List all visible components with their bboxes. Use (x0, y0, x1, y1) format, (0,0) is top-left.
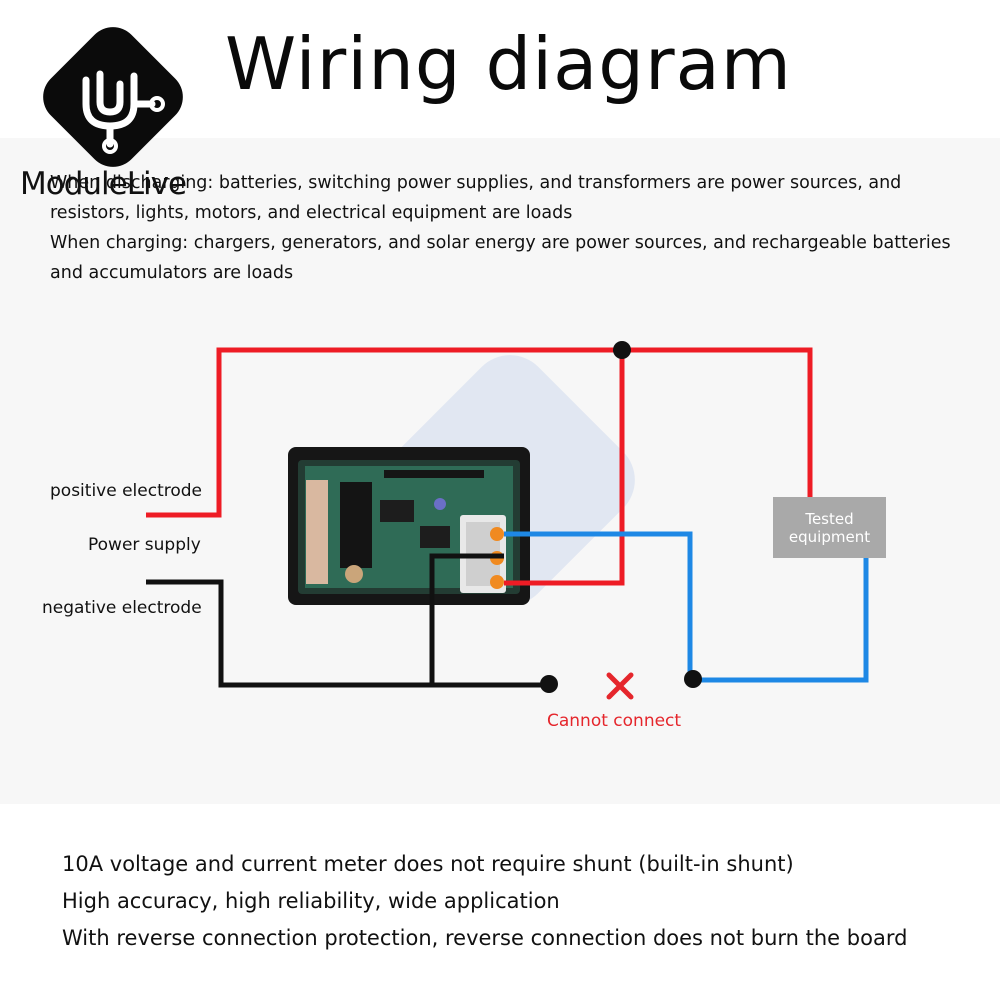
tested-equipment-label: Tested equipment (788, 509, 871, 546)
page-title: Wiring diagram (225, 22, 792, 106)
feature-item: High accuracy, high reliability, wide ap… (62, 889, 560, 913)
cannot-connect-label: Cannot connect (547, 711, 682, 731)
features-list: 10A voltage and current meter does not r… (62, 846, 907, 957)
features-background (0, 804, 1000, 1000)
negative-terminal-dot (540, 675, 558, 693)
signal-terminal-dot (684, 670, 702, 688)
wiring-diagram (146, 341, 869, 700)
feature-item: With reverse connection protection, reve… (62, 926, 908, 950)
tested-equipment-box: Tested equipment (773, 497, 886, 558)
junction-dot (613, 341, 631, 359)
negative-wire (146, 579, 550, 688)
negative-branch-wire (429, 553, 504, 685)
positive-wire (146, 347, 813, 518)
positive-branch-wire (504, 350, 625, 586)
brand-name-part1: Module (20, 166, 128, 202)
cross-icon (606, 672, 634, 700)
power-supply-label: Power supply (88, 535, 201, 555)
brand-name-part2: Live (126, 166, 187, 202)
description: When discharging: batteries, switching p… (50, 168, 980, 288)
charging-text: When charging: chargers, generators, and… (50, 233, 951, 283)
brand-name: ModuleLive (20, 166, 187, 202)
negative-electrode-label: negative electrode (42, 598, 202, 618)
feature-item: 10A voltage and current meter does not r… (62, 852, 794, 876)
meter-module-icon (288, 447, 530, 605)
discharging-text: When discharging: batteries, switching p… (50, 173, 902, 223)
positive-electrode-label: positive electrode (50, 481, 203, 501)
brand-logo-icon (43, 27, 183, 167)
